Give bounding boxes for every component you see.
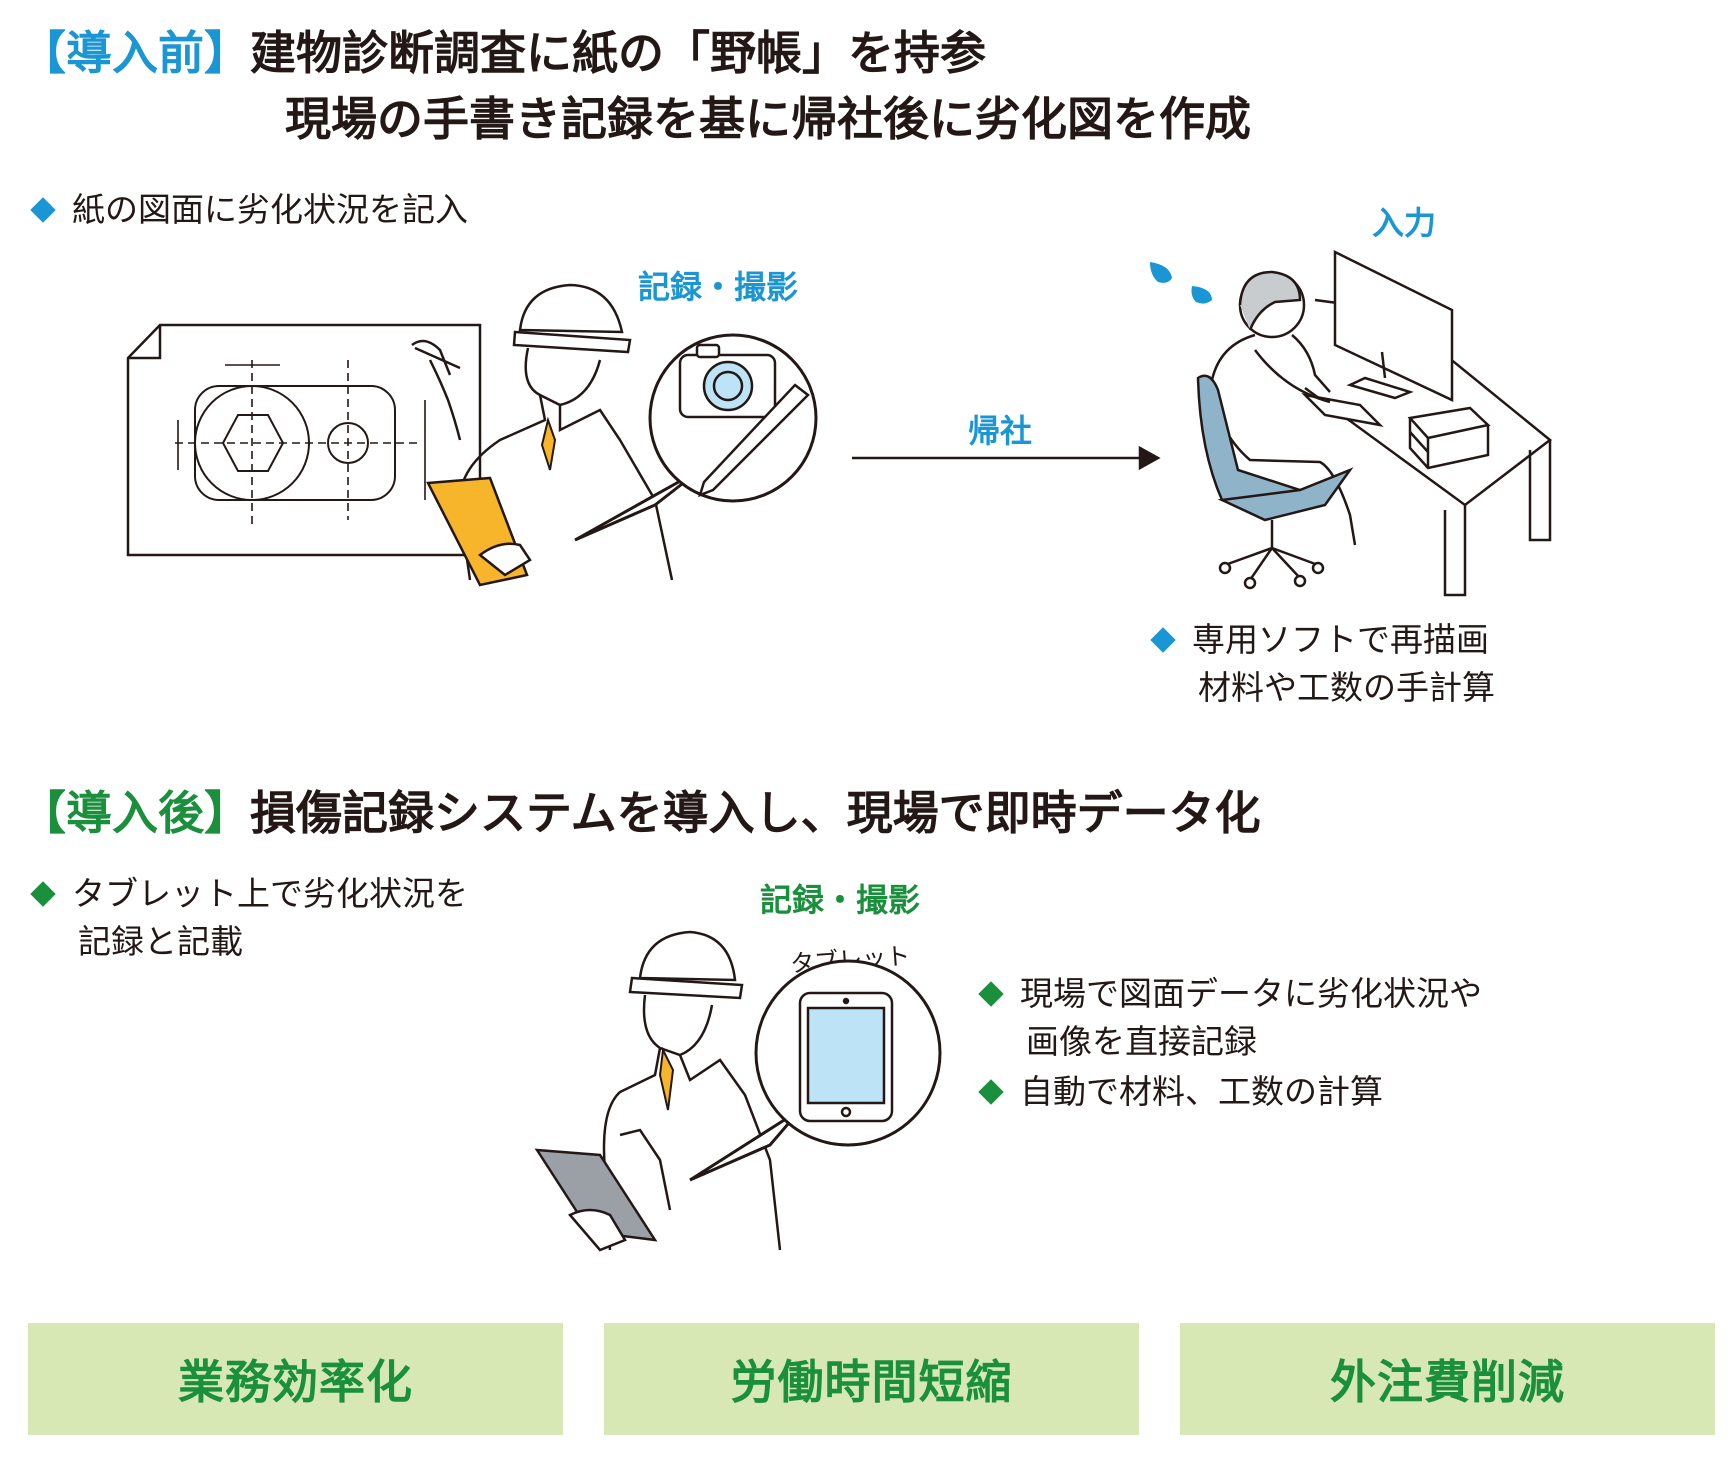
tablet-in-hand-icon — [534, 1148, 658, 1242]
after-tag: 【導入後】 — [20, 786, 250, 840]
before-heading: 【導入前】建物診断調査に紙の「野帳」を持参 — [20, 24, 986, 84]
after-point2-text: 自動で材料、工数の計算 — [1020, 1072, 1383, 1111]
after-point2: 自動で材料、工数の計算 — [976, 1068, 1383, 1116]
tablet-icon — [798, 991, 894, 1123]
after-bullet: タブレット上で劣化状況を — [28, 870, 468, 918]
before-label-return: 帰社 — [968, 412, 1033, 450]
after-heading: 【導入後】損傷記録システムを導入し、現場で即時データ化 — [20, 784, 1261, 844]
after-title: 損傷記録システムを導入し、現場で即時データ化 — [250, 786, 1261, 840]
after-point1: 現場で図面データに劣化状況や — [976, 970, 1482, 1018]
camera-icon — [678, 343, 777, 419]
after-point1-line1: 現場で図面データに劣化状況や — [1020, 974, 1482, 1013]
after-bullet-line1: タブレット上で劣化状況を — [72, 874, 468, 913]
outcome-box-work-hours: 労働時間短縮 — [604, 1323, 1139, 1435]
before-bullet-text: 紙の図面に劣化状況を記入 — [72, 190, 468, 229]
before-title-line1: 建物診断調査に紙の「野帳」を持参 — [250, 26, 986, 80]
sweat-drops-icon — [1150, 262, 1212, 304]
before-title-line2: 現場の手書き記録を基に帰社後に劣化図を作成 — [285, 92, 1251, 146]
return-arrow-icon — [852, 445, 1161, 471]
after-point1-line2: 画像を直接記録 — [1026, 1022, 1257, 1061]
before-bullet: 紙の図面に劣化状況を記入 — [28, 186, 468, 234]
drawing-sheet-icon — [126, 323, 482, 557]
worker-with-clipboard-icon — [411, 283, 674, 581]
before-tag: 【導入前】 — [20, 26, 250, 80]
office-worker-at-desk-icon — [1210, 249, 1553, 597]
outcome-box-outsourcing-cost: 外注費削減 — [1180, 1323, 1715, 1435]
before-right-bullet-line2: 材料や工数の手計算 — [1198, 668, 1495, 707]
before-right-bullet: 専用ソフトで再描画 — [1148, 616, 1489, 664]
before-right-bullet-line1: 専用ソフトで再描画 — [1192, 620, 1489, 659]
outcome-box-efficiency: 業務効率化 — [28, 1323, 563, 1435]
after-bullet-line2: 記録と記載 — [78, 922, 243, 961]
pen-icon — [698, 383, 810, 498]
before-label-record: 記録・撮影 — [638, 268, 799, 306]
diamond-bullet-icon — [978, 1078, 1004, 1105]
before-label-input: 入力 — [1372, 204, 1437, 242]
after-label-record: 記録・撮影 — [760, 881, 921, 919]
diamond-bullet-icon — [978, 980, 1004, 1007]
office-chair-icon — [1196, 374, 1354, 590]
